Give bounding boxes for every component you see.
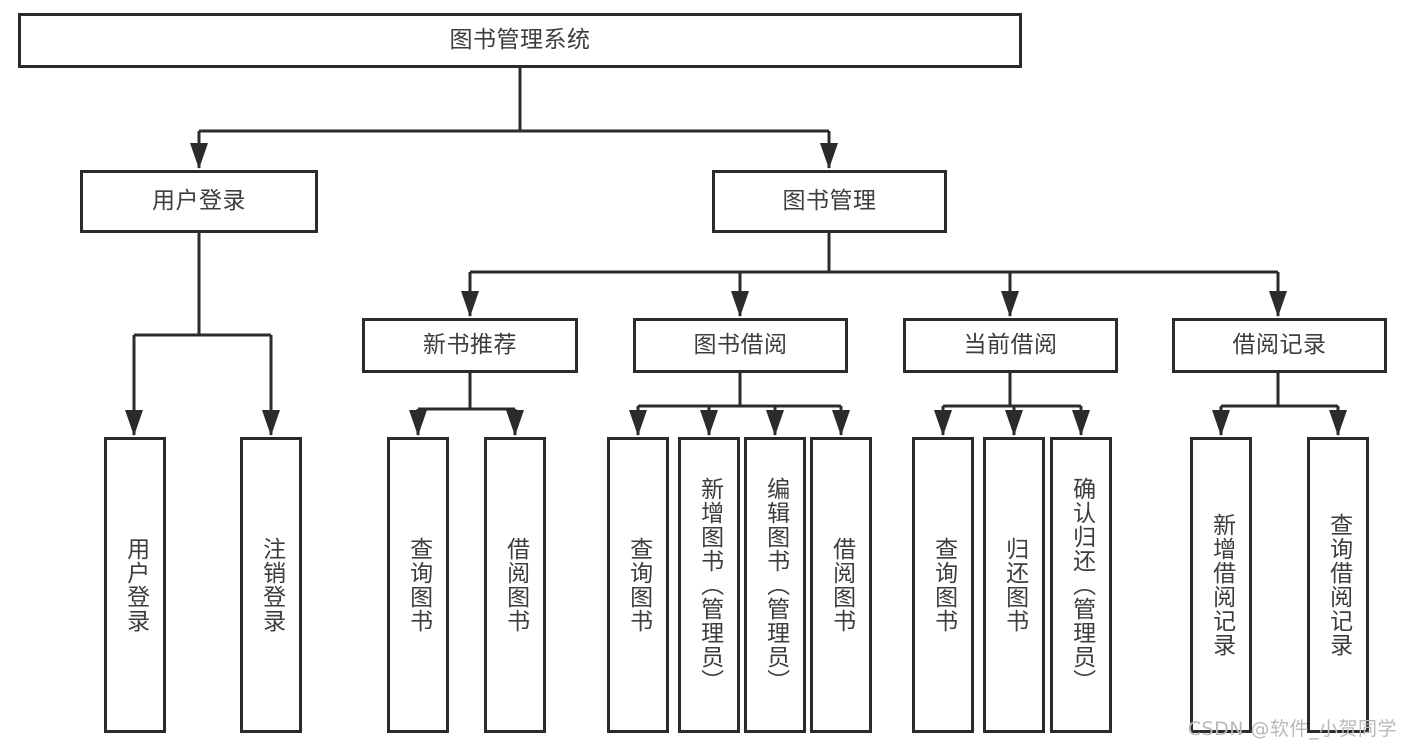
arrow-head-icon [731, 291, 749, 317]
arrow-head-icon [125, 410, 143, 436]
arrow-head-icon [1005, 410, 1023, 436]
node-box-leaf-6[interactable] [744, 437, 806, 733]
node-box-level3-3[interactable] [1172, 318, 1387, 373]
arrow-head-icon [820, 143, 838, 169]
node-box-level2-1[interactable] [712, 170, 947, 233]
arrow-head-icon [766, 410, 784, 436]
node-box-leaf-12[interactable] [1307, 437, 1369, 733]
arrow-head-icon [190, 143, 208, 169]
arrow-head-icon [262, 410, 280, 436]
node-box-leaf-10[interactable] [1050, 437, 1112, 733]
node-box-level3-2[interactable] [903, 318, 1118, 373]
arrow-head-icon [629, 410, 647, 436]
node-box-level3-0[interactable] [362, 318, 578, 373]
node-box-level3-1[interactable] [633, 318, 848, 373]
node-box-leaf-1[interactable] [240, 437, 302, 733]
node-box-leaf-8[interactable] [912, 437, 974, 733]
node-box-leaf-2[interactable] [387, 437, 449, 733]
arrow-head-icon [461, 291, 479, 317]
arrow-head-icon [506, 410, 524, 436]
arrow-head-icon [934, 410, 952, 436]
arrow-head-icon [1212, 410, 1230, 436]
box-layer [18, 13, 1387, 733]
node-box-leaf-7[interactable] [810, 437, 872, 733]
node-box-leaf-9[interactable] [983, 437, 1045, 733]
node-box-leaf-11[interactable] [1190, 437, 1252, 733]
arrow-head-icon [1269, 291, 1287, 317]
arrow-head-icon [832, 410, 850, 436]
node-box-leaf-3[interactable] [484, 437, 546, 733]
arrow-head-icon [1001, 291, 1019, 317]
node-box-leaf-4[interactable] [607, 437, 669, 733]
node-box-leaf-0[interactable] [104, 437, 166, 733]
node-box-level2-0[interactable] [80, 170, 318, 233]
arrow-head-icon [409, 410, 427, 436]
node-box-leaf-5[interactable] [678, 437, 740, 733]
arrow-head-icon [700, 410, 718, 436]
connector-layer [125, 68, 1347, 436]
node-box-root[interactable] [18, 13, 1022, 68]
arrow-head-icon [1072, 410, 1090, 436]
arrow-head-icon [1329, 410, 1347, 436]
